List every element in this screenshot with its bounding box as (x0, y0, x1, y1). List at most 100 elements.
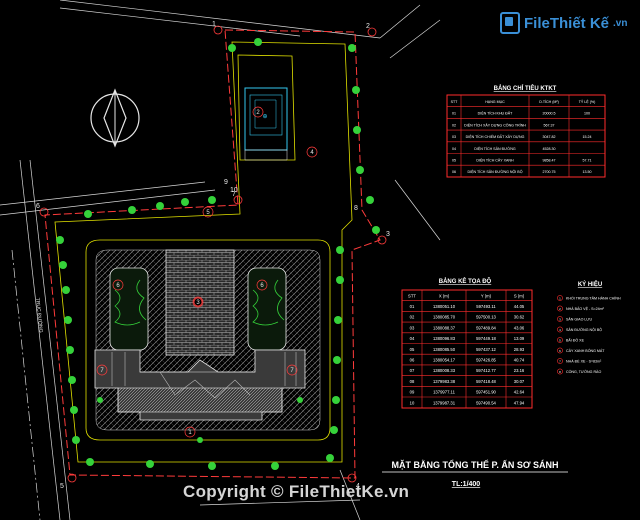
table-cell: 597489.84 (476, 325, 496, 330)
svg-text:6: 6 (116, 283, 120, 289)
legend-marker (557, 368, 563, 375)
central-plaza (165, 249, 235, 356)
legend-item-label: NHÀ ĐỂ XE - S=83m² (566, 358, 602, 363)
trees (56, 38, 380, 470)
table-cell: 1380008.33 (433, 368, 456, 373)
zone-callout: 6 (256, 279, 268, 291)
zone-callout: 3 (192, 296, 204, 308)
table-cell: 597437.12 (476, 347, 496, 352)
legend-title: KÝ HIỆU (578, 280, 602, 288)
table-cell: DIỆN TÍCH SÂN ĐƯỜNG NỘI BỘ (467, 169, 522, 174)
zone-callout: 1 (184, 426, 196, 438)
brand-logo: FileThiết Kế.vn (500, 12, 627, 34)
boundary-point-markers (39, 25, 387, 483)
point-label: 10 (230, 187, 238, 194)
table-cell: 30.07 (514, 379, 525, 384)
legend-number: 5 (559, 338, 561, 342)
point-marker (367, 27, 377, 37)
table-header-cell: STT (451, 100, 459, 104)
table-cell: 1380096.83 (433, 336, 456, 341)
boundary-point-labels: 1 2 3 4 5 6 7 8 9 10 (36, 21, 390, 490)
file-icon (500, 12, 520, 34)
legend-marker (557, 337, 563, 343)
table-cell: 04 (410, 336, 415, 341)
svg-text:2: 2 (256, 110, 260, 116)
site-boundary (44, 29, 381, 479)
main-building (94, 349, 306, 421)
table-cell: 20000.5 (543, 112, 556, 116)
table-cell: 567.37 (544, 123, 555, 127)
brand-tld: .vn (613, 17, 628, 29)
table-cell: 597493.11 (476, 304, 496, 309)
point-marker (213, 25, 223, 35)
table-cell: 597418.48 (476, 379, 496, 384)
table-cell: 597500.13 (476, 315, 496, 320)
legend-item-label: NHÀ BẢO VỆ - S=24m² (566, 306, 605, 311)
legend-marker (557, 326, 563, 333)
svg-text:7: 7 (290, 368, 294, 374)
table-cell: 597451.90 (476, 390, 496, 395)
table-cell: 597449.18 (476, 336, 496, 341)
table-cell: 1380085.50 (433, 347, 456, 352)
table-cell: 15.24 (583, 135, 592, 139)
table-header-cell: HẠNG MỤC (485, 100, 505, 104)
table-cell: 05 (410, 347, 415, 352)
table-cell: 4528.30 (543, 147, 556, 151)
point-label: 8 (354, 205, 358, 212)
point-marker (67, 473, 77, 483)
legend-marker (557, 305, 563, 312)
table-header-cell: S (m) (514, 293, 525, 298)
drawing-title-block: MẶT BẰNG TỔNG THỂ P. ẤN SƠ SÁNH TL:1/400 (382, 459, 568, 488)
svg-text:5: 5 (206, 210, 210, 216)
svg-text:6: 6 (260, 283, 264, 289)
table-cell: 23.16 (514, 368, 525, 373)
point-marker (347, 473, 357, 483)
table-cell: 09 (410, 390, 415, 395)
table-cell: DIỆN TÍCH CHIẾM ĐẤT XÂY DỰNG (466, 134, 525, 139)
coordinate-table-title: BẢNG KÊ TỌA ĐỘ (439, 277, 492, 285)
table-header-cell: X (m) (439, 293, 450, 298)
legend-marker (557, 358, 563, 364)
surrounding-road-lines (0, 0, 441, 520)
zone-callout: 7 (286, 364, 298, 376)
table-cell: 1380054.17 (433, 357, 456, 362)
table-cell: DIỆN TÍCH KHU ĐẤT (478, 111, 513, 116)
point-label: 5 (60, 483, 64, 490)
legend-item-label: CÂY XANH BÓNG MÁT (566, 348, 605, 353)
svg-text:⊕: ⊕ (262, 114, 267, 120)
point-label: 9 (224, 179, 228, 186)
site-greenery-outline (54, 41, 353, 463)
road-label: TRỤC ĐƯỜNG (34, 297, 45, 333)
legend-marker (557, 316, 563, 322)
legend-number: 3 (559, 317, 561, 321)
drawing-title: MẶT BẰNG TỔNG THỂ P. ẤN SƠ SÁNH (391, 459, 558, 470)
table-cell: 3047.82 (543, 135, 556, 139)
point-label: 2 (366, 23, 370, 30)
table-cell: 43.06 (514, 325, 525, 330)
table-header-cell: Y (m) (481, 293, 492, 298)
coordinate-table-grid (402, 290, 532, 408)
legend-item-label: SÂN GIAO LƯU (566, 317, 592, 321)
zone-callouts: 3 1 6 6 7 7 4 2 5 (96, 106, 318, 438)
table-cell: 597412.77 (476, 368, 496, 373)
table-cell: 13.09 (514, 336, 525, 341)
table-header-cell: TỶ LỆ (%) (579, 99, 596, 104)
table-cell: 01 (452, 112, 456, 116)
table-cell: 9858.47 (543, 158, 556, 162)
point-marker (233, 195, 243, 205)
table-cell: 07 (410, 368, 415, 373)
table-cell: 10 (410, 400, 415, 405)
table-cell: 100 (584, 112, 590, 116)
table-cell: 1380088.37 (433, 325, 456, 330)
table-cell: 42.64 (514, 390, 525, 395)
point-marker (39, 207, 49, 217)
brand-name: FileThiết Kế (524, 14, 610, 32)
table-cell: 1379983.38 (433, 379, 456, 384)
table-cell: 30.62 (514, 315, 525, 320)
